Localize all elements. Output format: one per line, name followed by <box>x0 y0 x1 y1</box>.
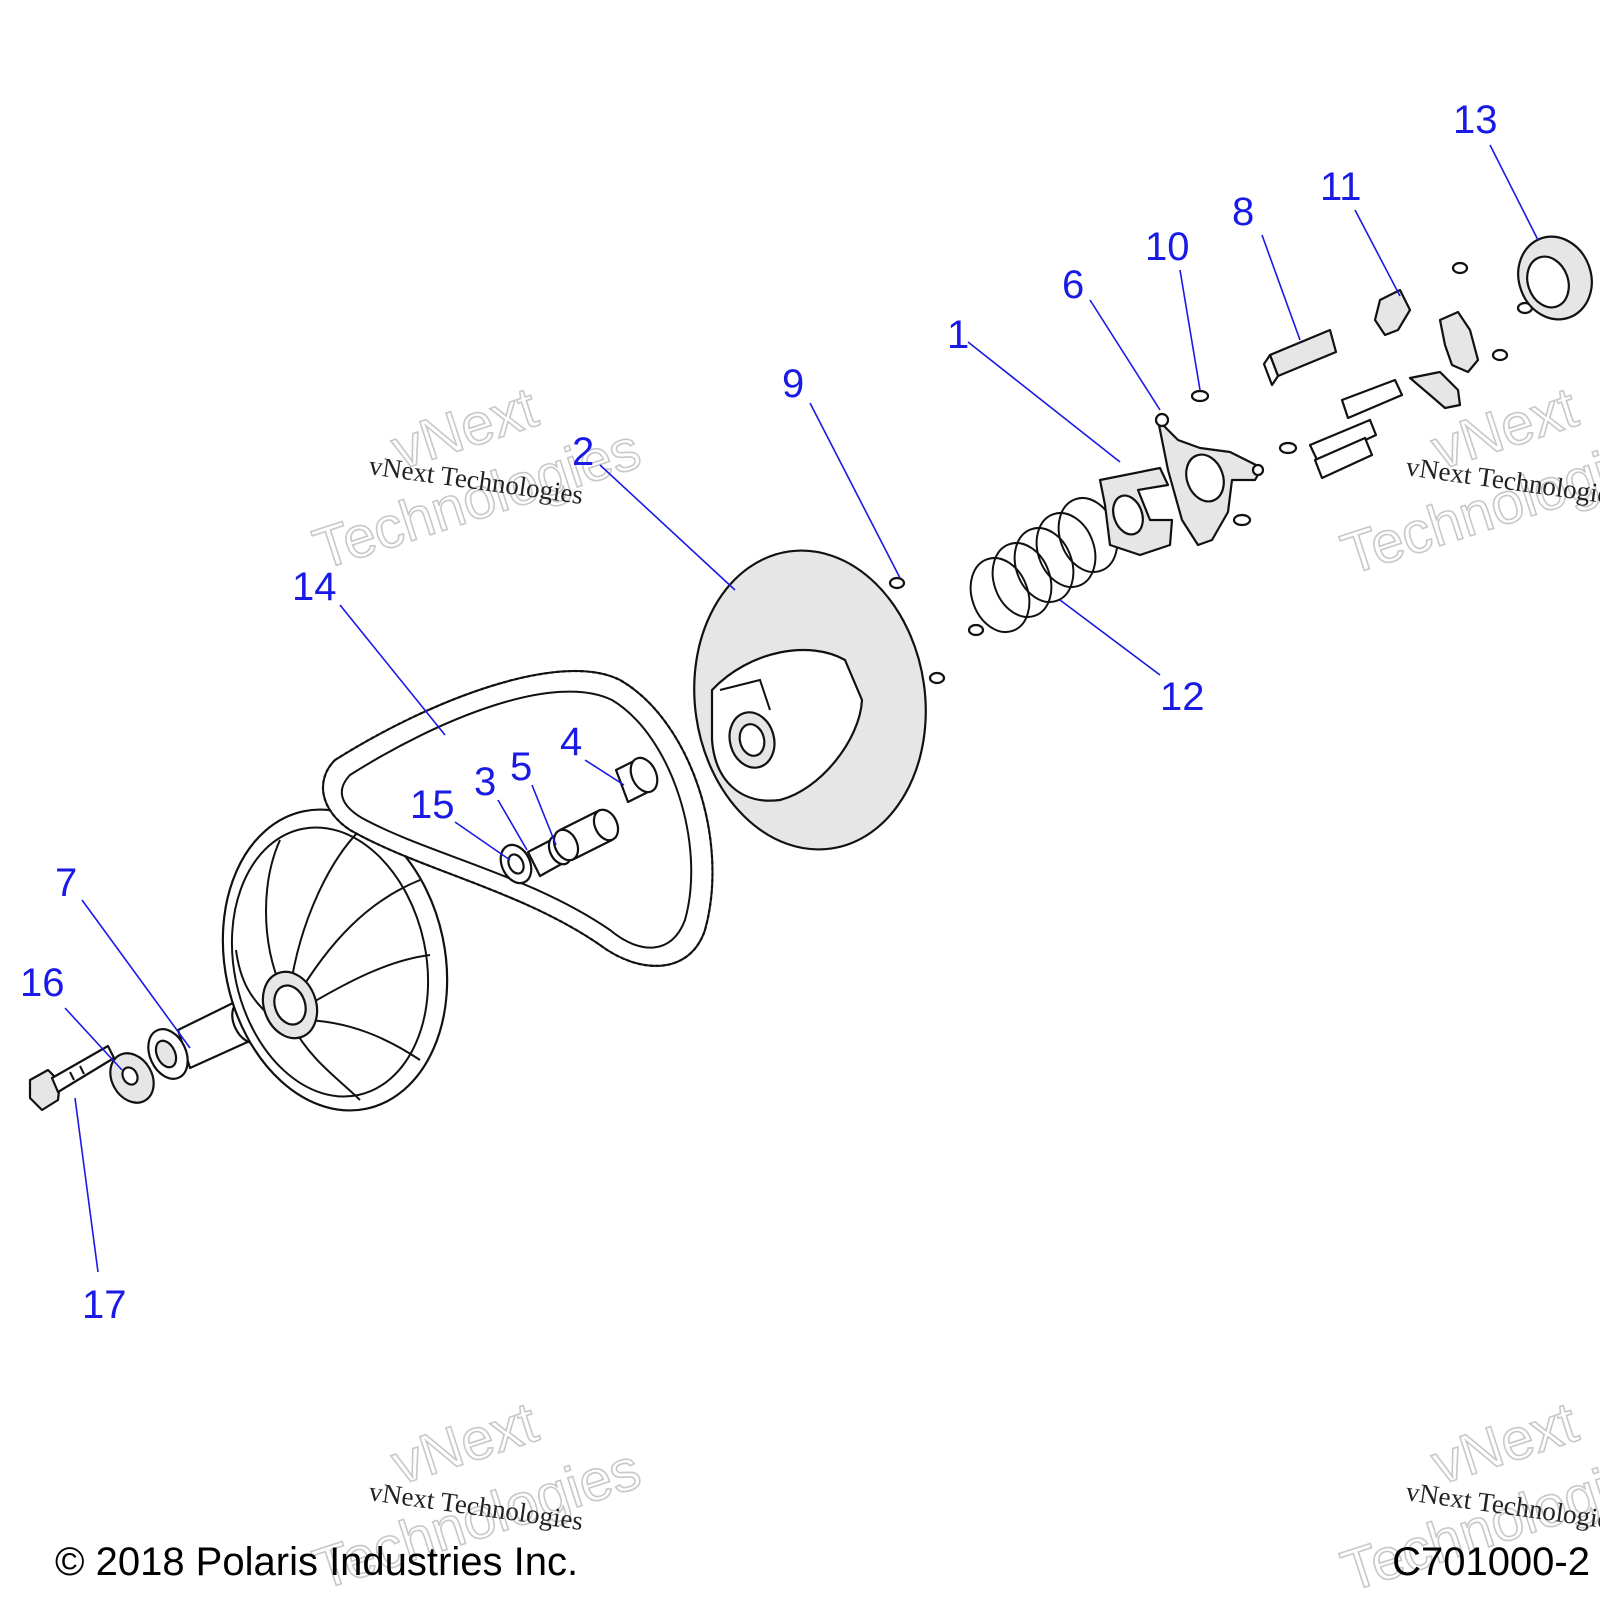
bushing-spacer-part <box>614 756 659 804</box>
cap-part <box>1517 235 1593 321</box>
leader-13 <box>1489 144 1539 241</box>
leader-5 <box>531 784 557 846</box>
spider-part <box>1098 466 1174 557</box>
screw-part <box>1190 389 1298 527</box>
callout-5: 5 <box>510 745 532 789</box>
bolt-part <box>28 1044 116 1112</box>
copyright-text: © 2018 Polaris Industries Inc. <box>55 1540 578 1584</box>
leader-6 <box>1089 299 1161 411</box>
callout-13: 13 <box>1453 98 1498 142</box>
callout-4: 4 <box>560 720 582 764</box>
callout-17: 17 <box>82 1283 127 1327</box>
leader-lines <box>64 144 1539 1273</box>
callout-10: 10 <box>1145 225 1190 269</box>
leader-4 <box>584 759 625 786</box>
callout-2: 2 <box>572 430 594 474</box>
leader-3 <box>497 799 528 851</box>
thrust-washer-part <box>499 843 533 885</box>
callout-16: 16 <box>20 961 65 1005</box>
leader-8 <box>1261 234 1301 341</box>
callout-11: 11 <box>1320 165 1362 209</box>
drive-belt-part <box>321 669 714 967</box>
callout-1: 1 <box>947 313 969 357</box>
leader-11 <box>1354 209 1401 297</box>
cover-plate-part <box>1154 412 1265 547</box>
leader-1 <box>967 341 1121 463</box>
callout-6: 6 <box>1062 263 1084 307</box>
screw-part <box>888 576 985 685</box>
callout-9: 9 <box>782 362 804 406</box>
bearing-part <box>552 808 620 862</box>
weight-block-part <box>1262 328 1338 387</box>
callout-14: 14 <box>292 565 337 609</box>
washer-part <box>109 1052 155 1104</box>
leader-15 <box>454 821 511 861</box>
leader-7 <box>81 899 191 1049</box>
watermark-top-left: vNext Technologies vNext Technologies <box>305 374 649 583</box>
moveable-sheave-part <box>221 808 449 1112</box>
spring-part <box>969 497 1119 633</box>
leader-12 <box>1059 599 1161 676</box>
stationary-sheave-part <box>693 549 927 851</box>
callout-15: 15 <box>410 783 455 827</box>
roller-part <box>1308 288 1480 480</box>
leader-10 <box>1179 269 1201 391</box>
leader-9 <box>809 402 901 579</box>
leader-17 <box>74 1097 99 1273</box>
leader-16 <box>64 1007 123 1071</box>
callouts: 1 2 3 4 5 6 7 8 9 10 11 12 13 14 15 16 1… <box>20 98 1498 1327</box>
leader-14 <box>339 604 446 736</box>
callout-8: 8 <box>1232 190 1254 234</box>
callout-3: 3 <box>474 760 496 804</box>
drawing-number: C701000-2 <box>1392 1540 1590 1584</box>
callout-12: 12 <box>1160 675 1205 719</box>
callout-7: 7 <box>55 861 77 905</box>
leader-2 <box>599 464 736 591</box>
